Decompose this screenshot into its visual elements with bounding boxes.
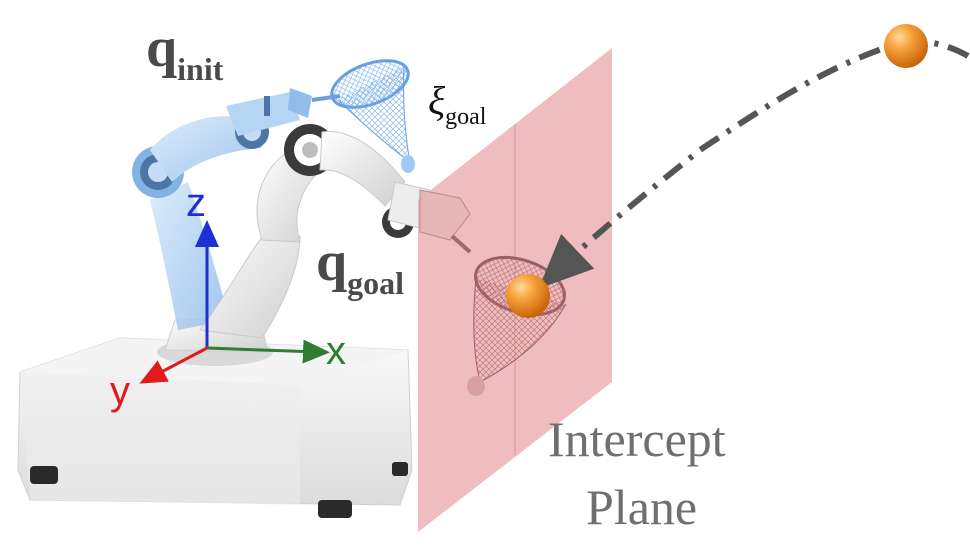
robot-base	[17, 337, 413, 518]
coordinate-axes: z x y	[110, 181, 346, 413]
catching-net-icon	[311, 59, 415, 173]
y-axis-label: y	[110, 369, 130, 413]
x-axis-label: x	[326, 329, 346, 373]
robot-arm-goal	[199, 124, 431, 339]
base-foot-right	[318, 500, 352, 518]
robot-arm-init	[132, 59, 415, 330]
z-axis-label: z	[186, 181, 206, 225]
base-foot-back	[392, 462, 408, 476]
y-axis-arrow	[139, 346, 208, 384]
xi-goal-label: ξgoal	[428, 78, 487, 130]
x-axis-arrow	[206, 339, 330, 364]
intercept-plane-caption-line2: Plane	[586, 479, 697, 535]
q-goal-label: qgoal	[316, 231, 404, 301]
ball-trajectory	[538, 38, 970, 289]
orange-ball-icon	[884, 24, 928, 68]
intercept-plane-caption-line1: Intercept	[548, 411, 726, 467]
orange-ball-icon	[506, 274, 550, 318]
q-init-label: qinit	[146, 17, 224, 87]
base-foot-left	[30, 466, 58, 484]
